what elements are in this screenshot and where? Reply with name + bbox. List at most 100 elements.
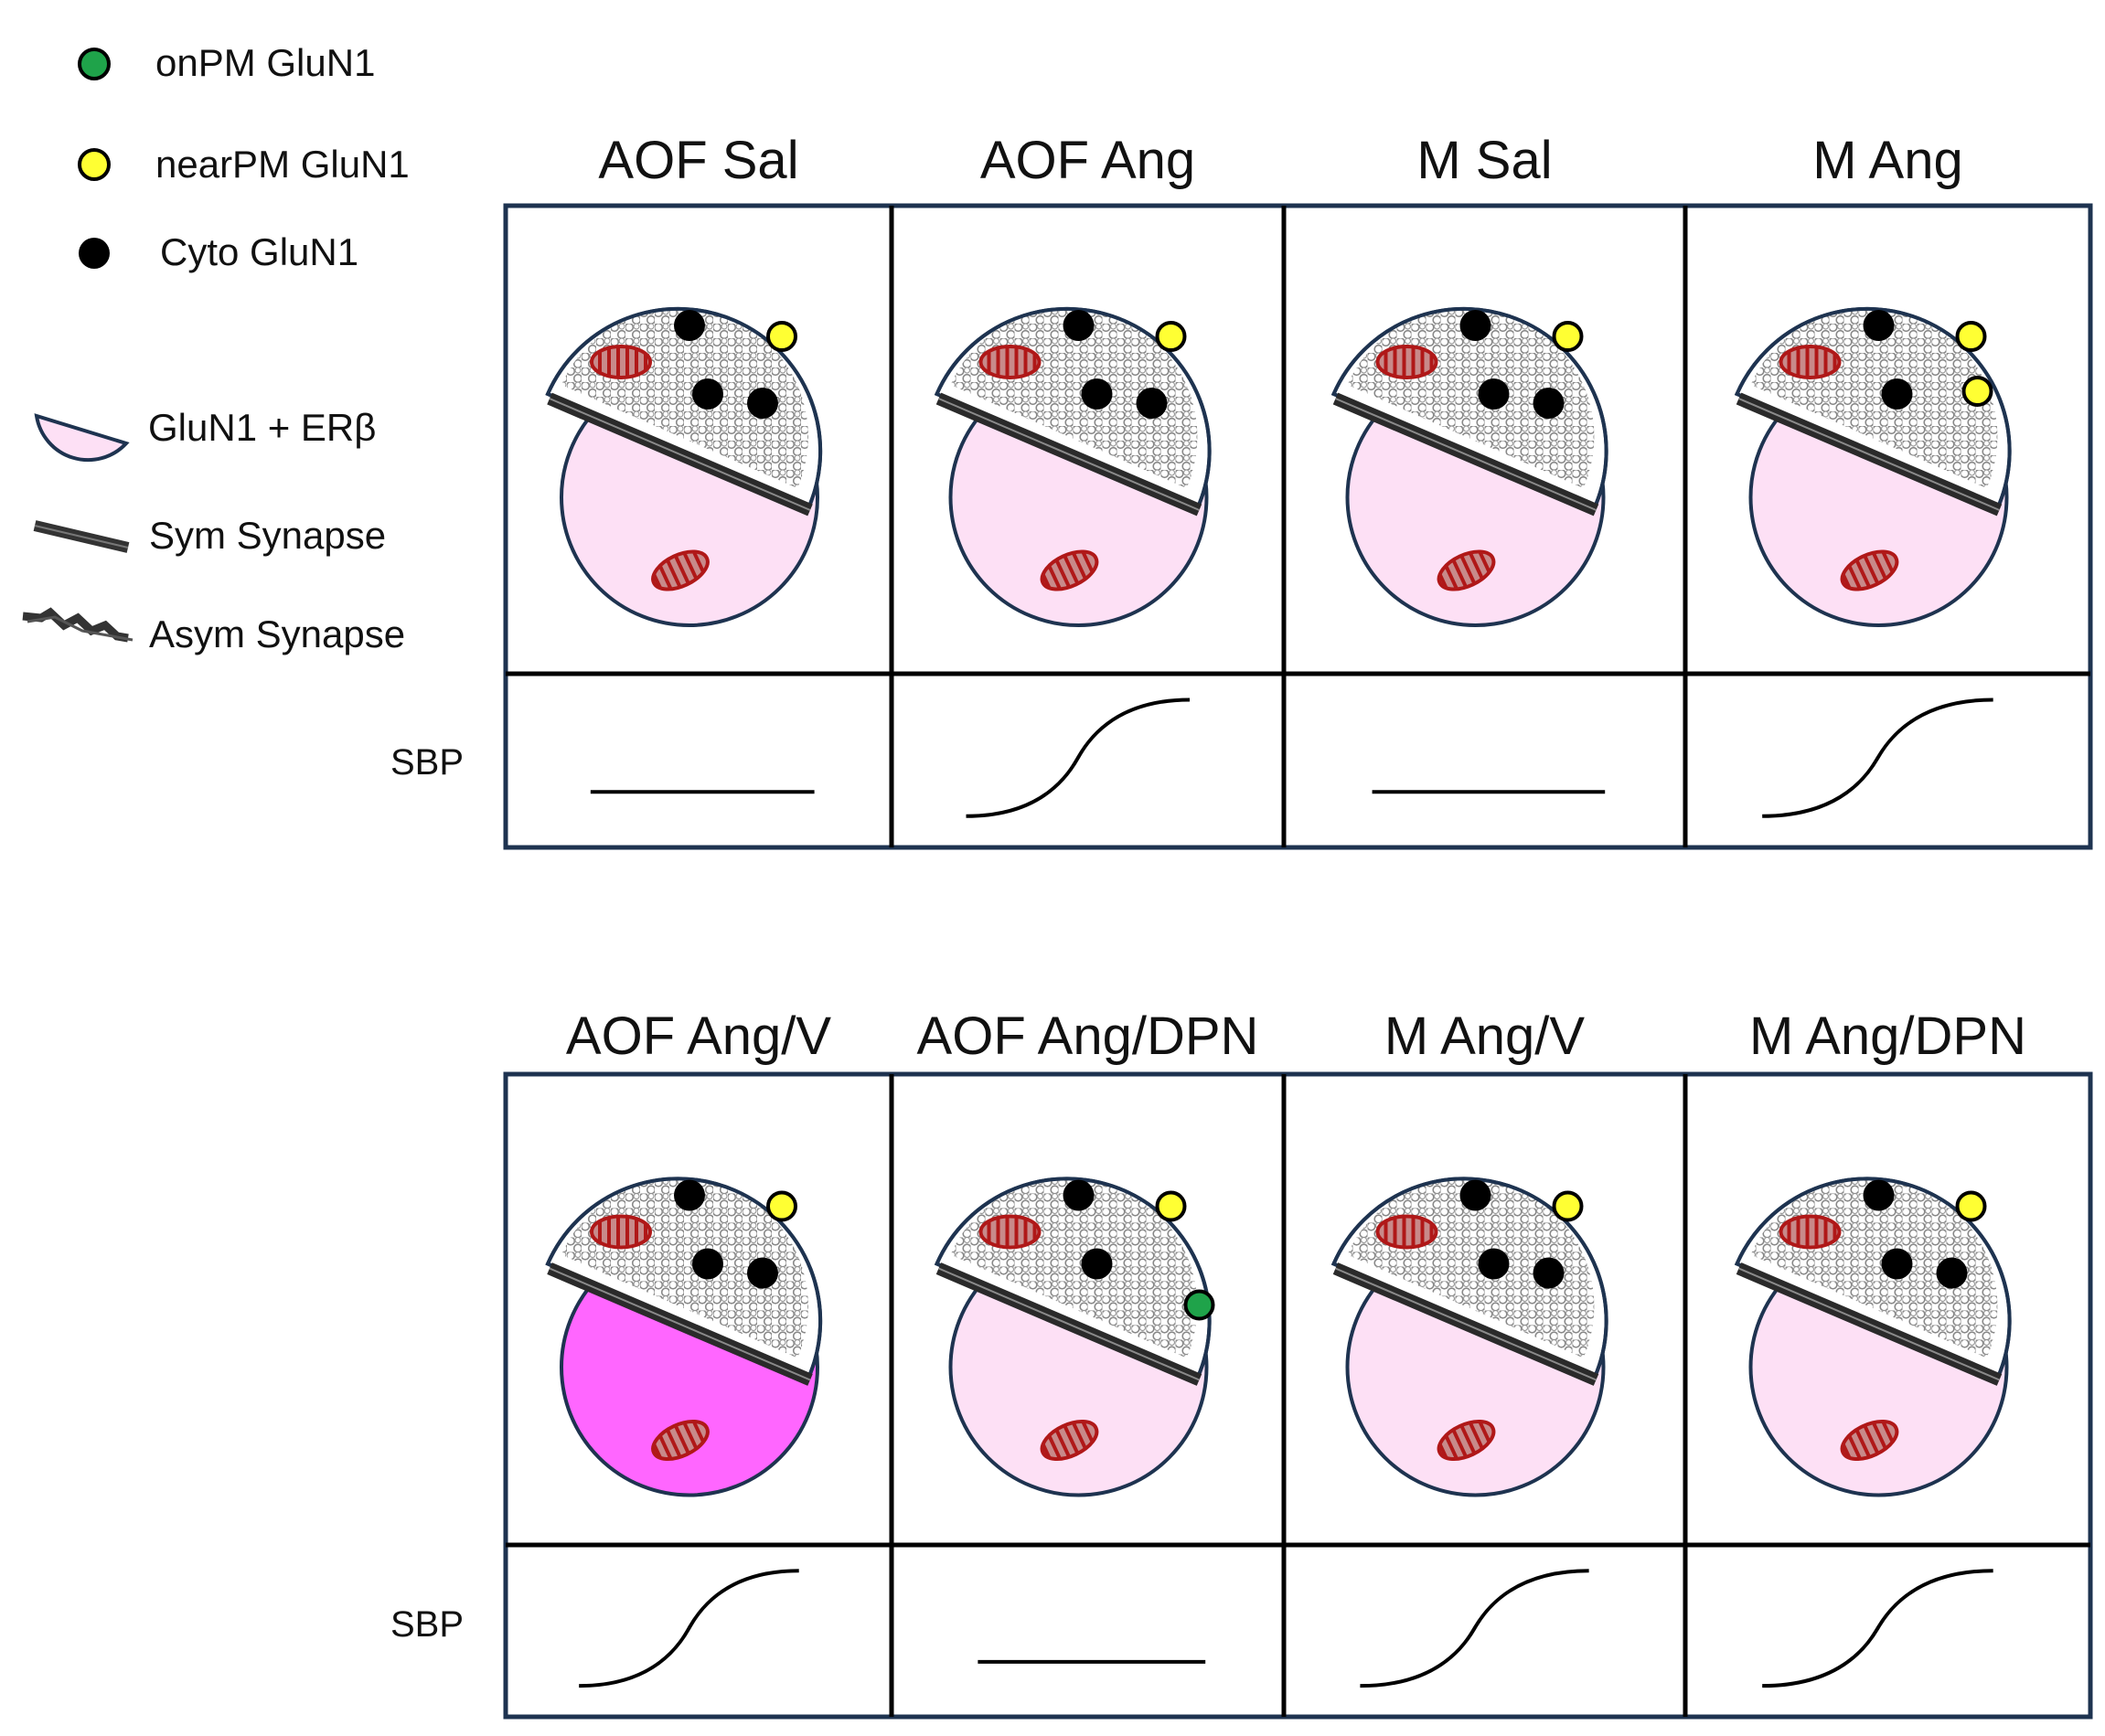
- cyto-gluN1-dot: [1863, 310, 1895, 341]
- terminal-border: [545, 306, 823, 511]
- panel-r1c4-cell: [1734, 306, 2012, 627]
- yellow-dot-icon: [78, 148, 111, 181]
- cyto-gluN1-dot: [692, 1248, 723, 1280]
- panel-r1c2: AOF Ang: [934, 131, 1212, 818]
- panel-title: M Ang/V: [1384, 1006, 1586, 1066]
- mitochondrion-terminal: [1779, 345, 1842, 379]
- cyto-gluN1-dot: [1081, 1248, 1113, 1280]
- cyto-gluN1-dot: [1936, 1257, 1968, 1289]
- sbp-trace: [1762, 698, 1993, 818]
- synapse-cleft: [938, 398, 1200, 511]
- legend-cyto-label: Cyto GluN1: [160, 230, 358, 273]
- legend-dendrite: GluN1 + ERβ: [34, 406, 376, 463]
- sbp-trace: [966, 698, 1191, 818]
- panel-frame: [503, 1071, 2093, 1720]
- panel-r1c3: M Sal: [1330, 131, 1608, 794]
- panel-r2c2: AOF Ang/DPN: [917, 1006, 1258, 1664]
- mitochondrion-terminal: [590, 1214, 652, 1250]
- cyto-gluN1-dot: [1863, 1179, 1895, 1211]
- cyto-gluN1-dot: [1478, 1248, 1510, 1280]
- panel-r2c4-cell: [1734, 1177, 2012, 1497]
- mitochondrion-terminal: [1375, 1214, 1438, 1250]
- panel-row-2: AOF Ang/V AOF Ang/DPN M Ang/V M Ang/DPN: [503, 1006, 2093, 1720]
- cyto-gluN1-dot: [1136, 388, 1168, 419]
- nearpm-gluN1-dot: [1955, 1190, 1987, 1222]
- cyto-gluN1-dot: [1063, 310, 1095, 341]
- panel-frame: [503, 203, 2093, 850]
- terminal-border: [1734, 306, 2012, 511]
- terminal-border: [934, 1177, 1212, 1381]
- cyto-gluN1-dot: [1063, 1179, 1095, 1211]
- legend-sym-label: Sym Synapse: [149, 514, 386, 557]
- terminal-border: [545, 1177, 823, 1381]
- sbp-label-row2: SBP: [390, 1604, 464, 1645]
- mitochondrion-terminal: [1779, 1214, 1842, 1250]
- panel-title: M Ang: [1812, 131, 1962, 190]
- synapse-cleft: [938, 1267, 1200, 1381]
- mitochondrion-dendrite: [651, 1419, 710, 1462]
- synapse-cleft: [549, 1267, 811, 1381]
- panel-r2c2-cell: [934, 1177, 1215, 1497]
- nearpm-gluN1-dot: [766, 1190, 797, 1222]
- panel-r2c4: M Ang/DPN: [1734, 1006, 2026, 1688]
- terminal-border: [1330, 306, 1608, 511]
- panel-title: AOF Ang/V: [566, 1006, 831, 1066]
- mitochondrion-dendrite: [1437, 549, 1496, 591]
- mitochondrion-terminal: [978, 1214, 1042, 1250]
- mitochondrion-terminal: [1375, 345, 1438, 379]
- cyto-gluN1-dot: [674, 1179, 705, 1211]
- terminal-border: [1330, 1177, 1608, 1381]
- nearpm-gluN1-dot: [1155, 1190, 1187, 1222]
- terminal-border: [934, 306, 1212, 511]
- cyto-gluN1-dot: [747, 388, 778, 419]
- synapse-cleft: [1335, 1267, 1597, 1381]
- panel-title: AOF Ang: [980, 131, 1195, 190]
- mitochondrion-terminal: [978, 345, 1042, 379]
- mitochondrion-dendrite: [1040, 1419, 1099, 1462]
- cyto-gluN1-dot: [692, 378, 723, 410]
- cyto-gluN1-dot: [1459, 1179, 1491, 1211]
- cyto-gluN1-dot: [1533, 388, 1565, 419]
- sbp-trace: [579, 1569, 799, 1688]
- legend-cyto: Cyto GluN1: [79, 230, 358, 273]
- legend: onPM GluN1 nearPM GluN1 Cyto GluN1 GluN1…: [22, 41, 410, 655]
- panel-title: M Sal: [1416, 131, 1552, 190]
- sbp-label-row1: SBP: [390, 742, 464, 783]
- cyto-gluN1-dot: [674, 310, 705, 341]
- legend-nearpm: nearPM GluN1: [78, 143, 410, 186]
- panel-title: AOF Sal: [598, 131, 798, 190]
- sym-synapse-icon: [33, 520, 130, 553]
- green-dot-icon: [78, 48, 111, 80]
- mitochondrion-dendrite: [1437, 1419, 1496, 1462]
- mitochondrion-terminal: [590, 345, 652, 379]
- nearpm-gluN1-dot: [1155, 321, 1187, 352]
- mitochondrion-dendrite: [1840, 549, 1899, 591]
- synapse-cleft: [1738, 1267, 2000, 1381]
- panel-r1c2-cell: [934, 306, 1212, 627]
- nearpm-gluN1-dot: [1961, 376, 1993, 407]
- panel-r1c1-cell: [545, 306, 823, 627]
- terminal-border: [1734, 1177, 2012, 1381]
- panel-r1c1: AOF Sal: [545, 131, 823, 794]
- panel-row-1: AOF Sal AOF Ang M Sal M Ang: [503, 131, 2093, 850]
- panel-r2c3-cell: [1330, 1177, 1608, 1497]
- synapse-cleft: [549, 398, 811, 511]
- onpm-gluN1-dot: [1183, 1289, 1215, 1321]
- legend-onpm: onPM GluN1: [78, 41, 375, 84]
- cyto-gluN1-dot: [1881, 1248, 1913, 1280]
- panel-r1c4: M Ang: [1734, 131, 2012, 818]
- legend-nearpm-label: nearPM GluN1: [155, 143, 410, 186]
- nearpm-gluN1-dot: [766, 321, 797, 352]
- nearpm-gluN1-dot: [1552, 1190, 1584, 1222]
- legend-asym-label: Asym Synapse: [149, 612, 405, 655]
- legend-onpm-label: onPM GluN1: [155, 41, 375, 84]
- cyto-gluN1-dot: [1881, 378, 1913, 410]
- sbp-trace: [1360, 1569, 1589, 1688]
- panel-r1c3-cell: [1330, 306, 1608, 627]
- synapse-cleft: [1335, 398, 1597, 511]
- cyto-gluN1-dot: [1533, 1257, 1565, 1289]
- legend-asym: Asym Synapse: [22, 607, 405, 655]
- panel-title: M Ang/DPN: [1749, 1006, 2026, 1066]
